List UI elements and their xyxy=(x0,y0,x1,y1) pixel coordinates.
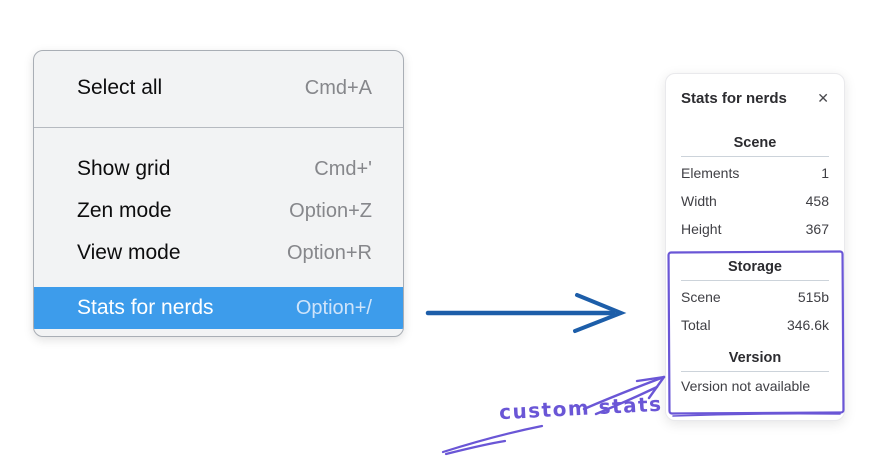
stat-value: 367 xyxy=(805,221,829,237)
stat-row-storage-total: Total 346.6k xyxy=(681,311,829,339)
stat-value: 346.6k xyxy=(786,317,829,333)
close-icon[interactable]: ✕ xyxy=(817,90,829,106)
custom-stats-annotation-label: custom stats xyxy=(498,391,664,425)
section-divider xyxy=(681,371,829,372)
menu-item-stats-for-nerds[interactable]: Stats for nerds Option+/ xyxy=(34,287,403,329)
menu-item-shortcut: Option+Z xyxy=(289,199,372,222)
menu-separator xyxy=(34,127,403,128)
menu-item-shortcut: Cmd+' xyxy=(314,157,372,180)
menu-item-label: Stats for nerds xyxy=(77,296,214,319)
stat-label: Height xyxy=(681,221,722,237)
stats-panel-title: Stats for nerds xyxy=(681,89,787,107)
menu-item-label: View mode xyxy=(77,241,181,264)
stat-row-height: Height 367 xyxy=(681,215,829,243)
menu-item-label: Show grid xyxy=(77,157,171,180)
menu-item-shortcut: Option+R xyxy=(286,241,372,264)
context-menu: Select all Cmd+A Show grid Cmd+' Zen mod… xyxy=(33,50,404,337)
annotation-underline-stroke xyxy=(441,424,544,456)
stat-row-elements: Elements 1 xyxy=(681,159,829,187)
menu-item-zen-mode[interactable]: Zen mode Option+Z xyxy=(34,190,403,232)
stats-panel: Stats for nerds ✕ Scene Elements 1 Width… xyxy=(665,73,845,421)
section-header-storage: Storage xyxy=(728,259,782,275)
section-header-version: Version xyxy=(728,350,782,366)
section-divider xyxy=(681,156,829,157)
stat-value: 515b xyxy=(797,289,829,305)
section-header-scene: Scene xyxy=(733,135,777,151)
stat-value: 1 xyxy=(821,165,829,181)
menu-item-shortcut: Option+/ xyxy=(295,296,372,319)
stat-label: Scene xyxy=(681,289,721,305)
menu-item-select-all[interactable]: Select all Cmd+A xyxy=(34,67,403,109)
menu-item-label: Zen mode xyxy=(77,199,172,222)
menu-item-label: Select all xyxy=(77,76,163,99)
section-divider xyxy=(681,280,829,281)
stat-row-storage-scene: Scene 515b xyxy=(681,283,829,311)
stat-label: Elements xyxy=(681,165,740,181)
menu-item-shortcut: Cmd+A xyxy=(304,76,372,99)
stat-value: 458 xyxy=(805,193,829,209)
stat-label: Width xyxy=(681,193,717,209)
menu-item-view-mode[interactable]: View mode Option+R xyxy=(34,232,403,274)
stat-label: Total xyxy=(681,317,711,333)
stats-panel-titlebar: Stats for nerds ✕ xyxy=(681,87,829,109)
version-note: Version not available xyxy=(681,378,811,394)
menu-item-show-grid[interactable]: Show grid Cmd+' xyxy=(34,148,403,190)
stat-row-width: Width 458 xyxy=(681,187,829,215)
